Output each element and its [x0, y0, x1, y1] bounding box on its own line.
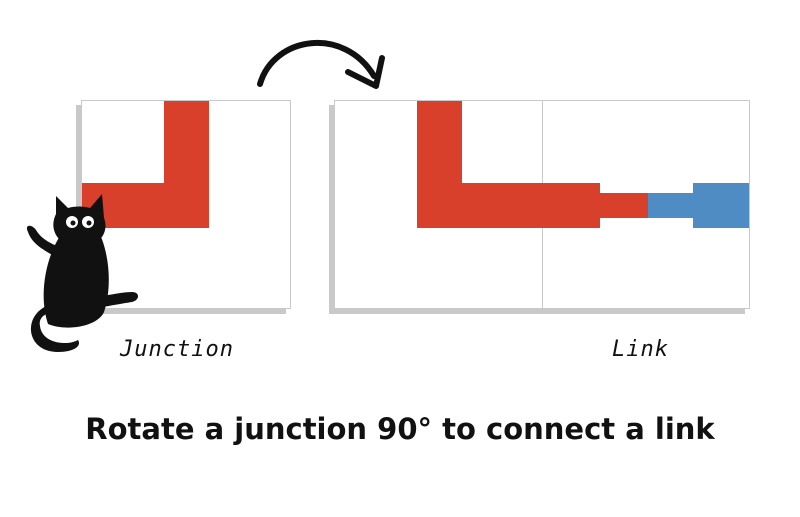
link-label: Link [612, 337, 669, 362]
link-red-narrow-segment [600, 193, 648, 218]
instruction-caption: Rotate a junction 90° to connect a link [85, 412, 715, 446]
rotated-junction-horizontal-segment [417, 183, 543, 228]
link-blue-narrow-segment [648, 193, 693, 218]
link-blue-wide-segment [693, 183, 749, 228]
junction-tile[interactable] [81, 100, 291, 309]
link-red-wide-segment [543, 183, 600, 228]
rotate-arrow-icon [257, 40, 385, 89]
junction-label: Junction [120, 337, 234, 362]
connected-tile[interactable] [334, 100, 750, 309]
black-cat-icon [26, 194, 138, 352]
